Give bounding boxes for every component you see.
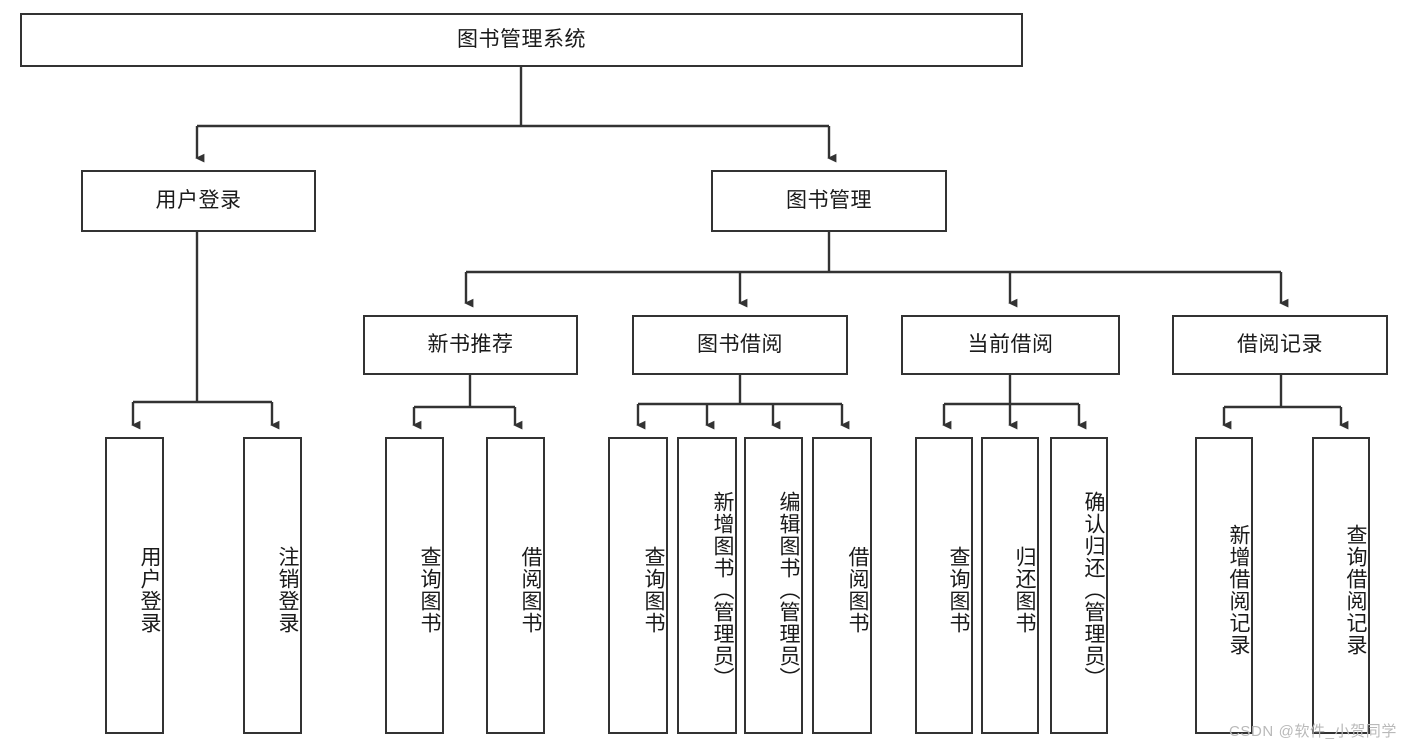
node-label: 借阅图书 <box>519 545 542 634</box>
node-label: 图书管理 <box>786 189 872 213</box>
node-book-borrowing[interactable]: 图书借阅 <box>632 315 848 375</box>
node-label: 用户登录 <box>138 545 161 634</box>
leaf-record-query-borrow-record[interactable]: 查询借阅记录 <box>1312 437 1370 734</box>
leaf-borrow-add-book-admin[interactable]: 新增图书（管理员） <box>677 437 737 734</box>
node-label: 当前借阅 <box>967 333 1054 357</box>
leaf-current-return-books[interactable]: 归还图书 <box>981 437 1039 734</box>
node-borrowing-records[interactable]: 借阅记录 <box>1172 315 1388 375</box>
node-label: 图书管理系统 <box>457 28 586 52</box>
node-label: 查询借阅记录 <box>1344 523 1367 656</box>
csdn-watermark: CSDN @软件_小贺同学 <box>1228 723 1397 740</box>
node-label: 借阅记录 <box>1237 333 1323 357</box>
leaf-borrow-borrow-books[interactable]: 借阅图书 <box>812 437 872 734</box>
leaf-borrow-edit-book-admin[interactable]: 编辑图书（管理员） <box>744 437 803 734</box>
node-user-login[interactable]: 用户登录 <box>81 170 316 232</box>
node-label: 查询图书 <box>418 545 441 634</box>
node-label: 确认归还（管理员） <box>1082 490 1105 689</box>
node-label: 借阅图书 <box>846 545 869 634</box>
leaf-current-confirm-return-admin[interactable]: 确认归还（管理员） <box>1050 437 1108 734</box>
leaf-user-login-logout[interactable]: 注销登录 <box>243 437 302 734</box>
node-label: 归还图书 <box>1013 545 1036 634</box>
node-label: 图书借阅 <box>697 333 783 357</box>
node-label: 查询图书 <box>642 545 665 634</box>
node-label: 查询图书 <box>947 545 970 634</box>
node-label: 新增借阅记录 <box>1227 523 1250 656</box>
leaf-current-query-books[interactable]: 查询图书 <box>915 437 973 734</box>
node-label: 编辑图书（管理员） <box>777 490 800 689</box>
leaf-borrow-query-books[interactable]: 查询图书 <box>608 437 668 734</box>
node-current-borrowing[interactable]: 当前借阅 <box>901 315 1120 375</box>
leaf-new-book-query-books[interactable]: 查询图书 <box>385 437 444 734</box>
node-label: 用户登录 <box>155 189 242 213</box>
node-root-book-management-system[interactable]: 图书管理系统 <box>20 13 1023 67</box>
node-label: 注销登录 <box>276 545 299 634</box>
leaf-user-login-login[interactable]: 用户登录 <box>105 437 164 734</box>
leaf-record-add-borrow-record[interactable]: 新增借阅记录 <box>1195 437 1253 734</box>
node-new-book-recommendation[interactable]: 新书推荐 <box>363 315 578 375</box>
node-label: 新书推荐 <box>427 333 514 357</box>
node-label: 新增图书（管理员） <box>711 490 734 689</box>
leaf-new-book-borrow-books[interactable]: 借阅图书 <box>486 437 545 734</box>
node-book-management[interactable]: 图书管理 <box>711 170 947 232</box>
